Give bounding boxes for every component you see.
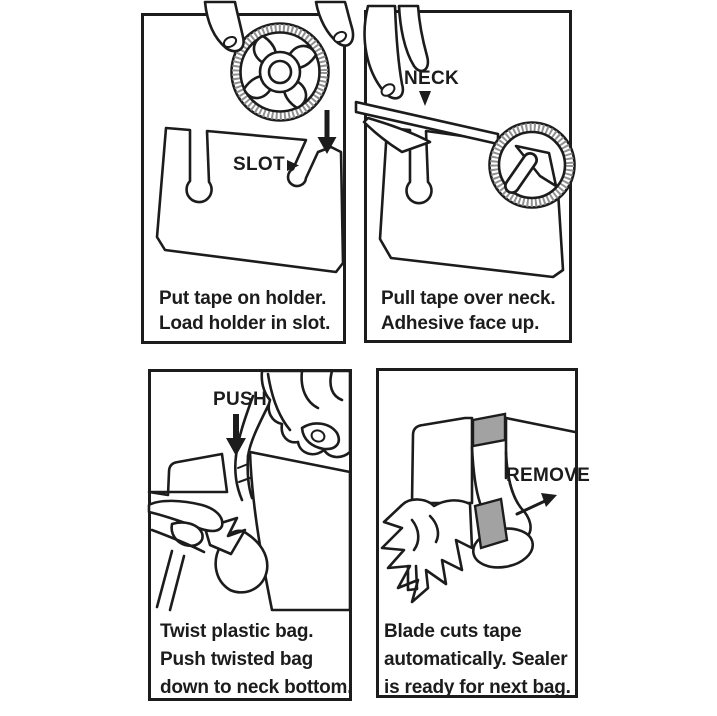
panel-load-tape: Put tape on holder. Load holder in slot. — [141, 13, 346, 344]
panel-push-bag-caption: Twist plastic bag. Push twisted bag down… — [160, 618, 353, 702]
caption-line: automatically. Sealer — [384, 649, 568, 670]
caption-line: is ready for next bag. — [384, 677, 571, 698]
panel-remove-bag: Blade cuts tape automatically. Sealer is… — [376, 368, 578, 698]
caption-line: Load holder in slot. — [159, 313, 331, 334]
panel-push-bag: Twist plastic bag. Push twisted bag down… — [148, 369, 353, 702]
caption-line: Adhesive face up. — [381, 313, 540, 334]
caption-line: Blade cuts tape — [384, 621, 522, 642]
panel-load-tape-caption: Put tape on holder. Load holder in slot. — [159, 286, 330, 336]
panel-pull-tape-caption: Pull tape over neck. Adhesive face up. — [381, 286, 556, 336]
caption-line: Twist plastic bag. — [160, 621, 314, 642]
caption-line: Push twisted bag — [160, 649, 314, 670]
panel-remove-bag-caption: Blade cuts tape automatically. Sealer is… — [384, 618, 571, 702]
caption-line: down to neck bottom. — [160, 677, 353, 698]
caption-line: Pull tape over neck. — [381, 288, 556, 309]
caption-line: Put tape on holder. — [159, 288, 327, 309]
panel-pull-tape: Pull tape over neck. Adhesive face up. — [364, 10, 572, 343]
